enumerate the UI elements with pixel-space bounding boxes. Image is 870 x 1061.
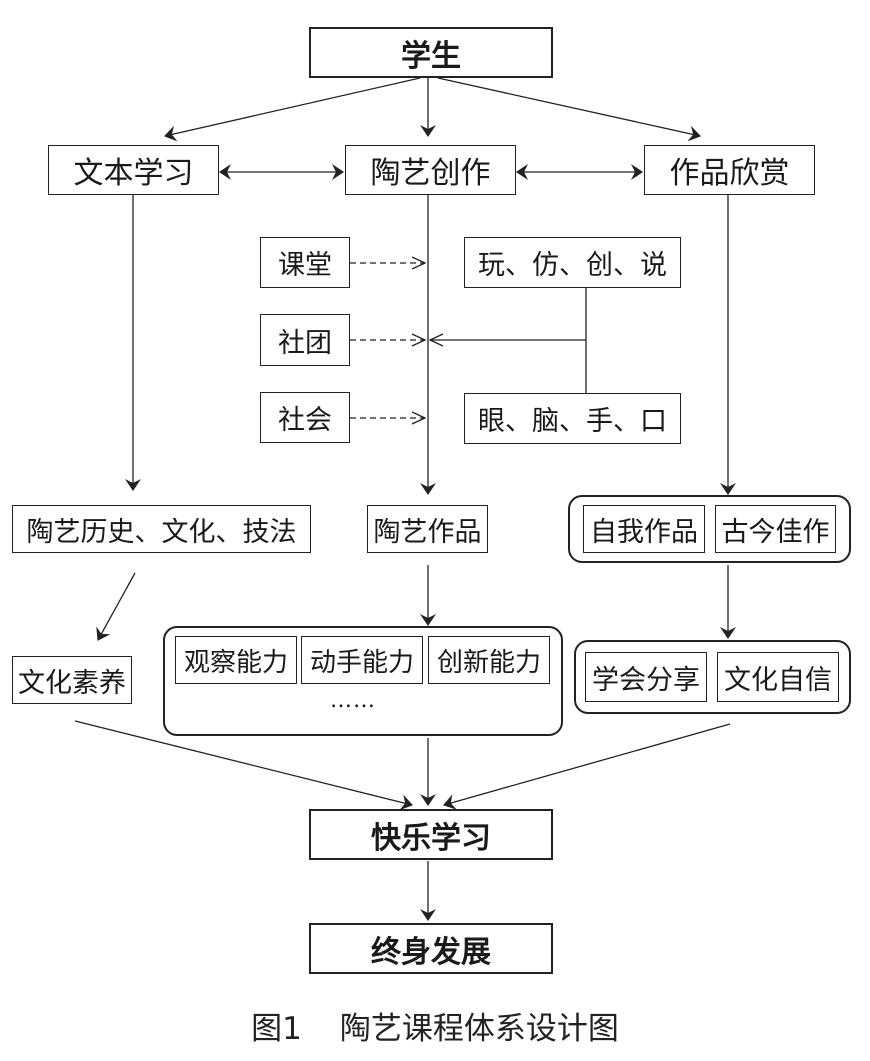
hands-on-ability-label: 动手能力 [309,647,414,678]
lifelong-development-label: 终身发展 [371,934,491,970]
learn-sharing-node: 学会分享 [585,652,707,702]
classroom-node: 课堂 [260,237,350,288]
club-node: 社团 [260,314,350,366]
arrow-students-to-appreciation [437,77,701,142]
students-node: 学生 [309,27,553,78]
pottery-works-label: 陶艺作品 [373,516,482,548]
happy-learning-label: 快乐学习 [371,820,491,856]
more-abilities-ellipsis: …… [330,688,376,713]
learn-sharing-label: 学会分享 [592,664,700,696]
arrow-sharing-to-happy [443,723,731,810]
innovation-ability-label: 创新能力 [436,647,541,678]
observation-ability-node: 观察能力 [175,636,297,684]
cultural-confidence-node: 文化自信 [717,652,839,702]
arrow-literacy-to-happy [74,720,413,811]
text-learning-label: 文本学习 [73,156,194,191]
own-works-node: 自我作品 [583,505,705,553]
work-appreciation-node: 作品欣赏 [644,145,815,195]
senses-node: 眼、脑、手、口 [464,393,681,444]
history-culture-technique-node: 陶艺历史、文化、技法 [12,505,311,553]
actions-label: 玩、仿、创、说 [478,250,667,281]
own-works-label: 自我作品 [590,516,698,548]
senses-label: 眼、脑、手、口 [478,406,667,437]
society-label: 社会 [278,405,332,436]
work-appreciation-label: 作品欣赏 [669,156,790,191]
students-label: 学生 [401,38,461,74]
pottery-works-node: 陶艺作品 [367,505,488,553]
happy-learning-node: 快乐学习 [309,809,553,860]
figure-number: 图1 [251,1011,302,1047]
lifelong-development-node: 终身发展 [309,923,553,974]
society-node: 社会 [260,392,350,443]
actions-node: 玩、仿、创、说 [464,237,681,288]
club-label: 社团 [278,327,332,359]
figure-caption: 图1 陶艺课程体系设计图 [0,1003,870,1048]
cultural-literacy-label: 文化素养 [18,667,126,699]
history-culture-technique-label: 陶艺历史、文化、技法 [26,516,297,548]
classroom-label: 课堂 [278,250,332,281]
arrow-students-to-text [164,77,421,142]
arrow-history-to-literacy [96,572,136,641]
figure-title: 陶艺课程体系设计图 [339,1011,619,1047]
classic-works-label: 古今佳作 [721,516,830,548]
cultural-confidence-label: 文化自信 [724,664,832,696]
pottery-creation-label: 陶艺创作 [370,156,491,191]
text-learning-node: 文本学习 [48,145,219,195]
innovation-ability-node: 创新能力 [428,636,550,684]
observation-ability-label: 观察能力 [183,647,288,678]
cultural-literacy-node: 文化素养 [12,656,132,704]
hands-on-ability-node: 动手能力 [301,636,423,684]
pottery-creation-node: 陶艺创作 [345,145,516,195]
classic-works-node: 古今佳作 [715,505,836,553]
